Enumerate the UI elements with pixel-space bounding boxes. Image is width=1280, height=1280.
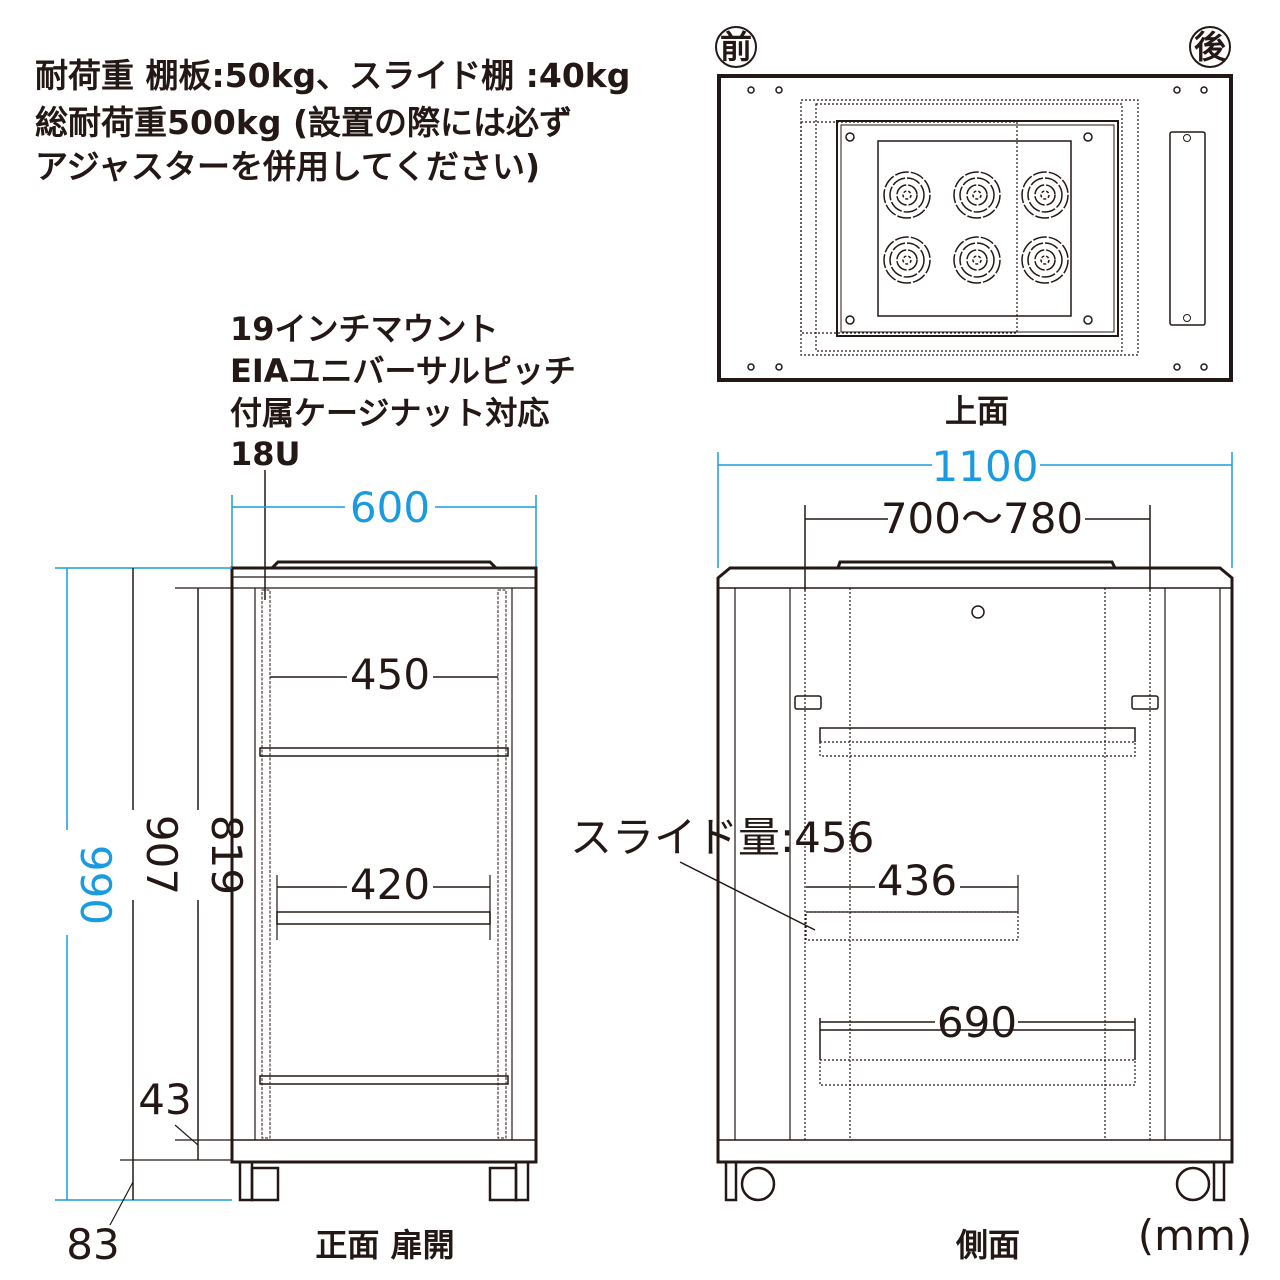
fan-hole-icon xyxy=(889,242,925,278)
fan-hole-icon xyxy=(902,190,912,200)
rear-mark: 後 xyxy=(1194,28,1227,66)
total-height-dimension: 990 xyxy=(71,845,120,925)
top-view: 前 後 上面 xyxy=(715,26,1233,430)
unit-label: (mm) xyxy=(1138,1211,1253,1260)
dim-83: 83 xyxy=(66,1220,119,1269)
fan-hole-icon xyxy=(972,190,982,200)
spec-line-1: 19インチマウント xyxy=(230,310,499,348)
spec-line-4: 18U xyxy=(230,435,301,473)
slide-amount-label: スライド量:456 xyxy=(570,813,874,862)
fan-hole-icon xyxy=(896,249,918,271)
fan-hole-icon xyxy=(1040,255,1050,265)
width-dimension: 600 xyxy=(350,483,430,532)
lower-rail-dimension: 420 xyxy=(350,860,430,909)
load-note-2: 総耐荷重500kg (設置の際には必ず xyxy=(35,103,572,142)
fan-hole-icon xyxy=(902,255,912,265)
fan-hole-icon xyxy=(889,177,925,213)
fan-hole-icon xyxy=(1040,190,1050,200)
fan-hole-icon xyxy=(1021,171,1069,219)
front-view-label: 正面 扉開 xyxy=(315,1226,454,1264)
spec-line-2: EIAユニバーサルピッチ xyxy=(230,352,576,390)
rail-range-dimension: 700〜780 xyxy=(881,494,1083,543)
load-note-1: 耐荷重 棚板:50kg、スライド棚 :40kg xyxy=(35,56,630,95)
depth-dimension: 1100 xyxy=(932,442,1039,491)
fan-hole-icon xyxy=(959,242,995,278)
fan-hole-icon xyxy=(966,249,988,271)
fan-hole-icon xyxy=(1021,236,1069,284)
inner-height-dimension: 819 xyxy=(202,815,251,895)
fan-hole-icon xyxy=(896,184,918,206)
fan-hole-icon xyxy=(959,177,995,213)
front-view: 19インチマウント EIAユニバーサルピッチ 付属ケージナット対応 18U 60… xyxy=(55,310,576,1269)
body-height-dimension: 907 xyxy=(137,815,186,895)
fan-hole-icon xyxy=(953,236,1001,284)
upper-rail-dimension: 450 xyxy=(350,650,430,699)
fan-hole-icon xyxy=(953,171,1001,219)
spec-line-3: 付属ケージナット対応 xyxy=(230,394,549,432)
fan-hole-icon xyxy=(966,184,988,206)
fan-hole-icon xyxy=(883,236,931,284)
fan-hole-icon xyxy=(1027,177,1063,213)
load-note-3: アジャスターを併用してください) xyxy=(35,147,540,186)
top-view-label: 上面 xyxy=(945,392,1009,430)
fan-hole-icon xyxy=(972,255,982,265)
dim-43: 43 xyxy=(138,1075,191,1124)
fan-hole-icon xyxy=(1034,249,1056,271)
side-view-label: 側面 xyxy=(955,1226,1020,1264)
fan-hole-icon xyxy=(1027,242,1063,278)
fan-hole-icon xyxy=(1034,184,1056,206)
shelf-dimension: 690 xyxy=(937,998,1017,1047)
front-mark: 前 xyxy=(720,28,752,66)
side-view: 1100 700〜780 436 スライド量:456 690 xyxy=(570,442,1252,1264)
slide-shelf-dimension: 436 xyxy=(877,856,957,905)
fan-hole-icon xyxy=(883,171,931,219)
